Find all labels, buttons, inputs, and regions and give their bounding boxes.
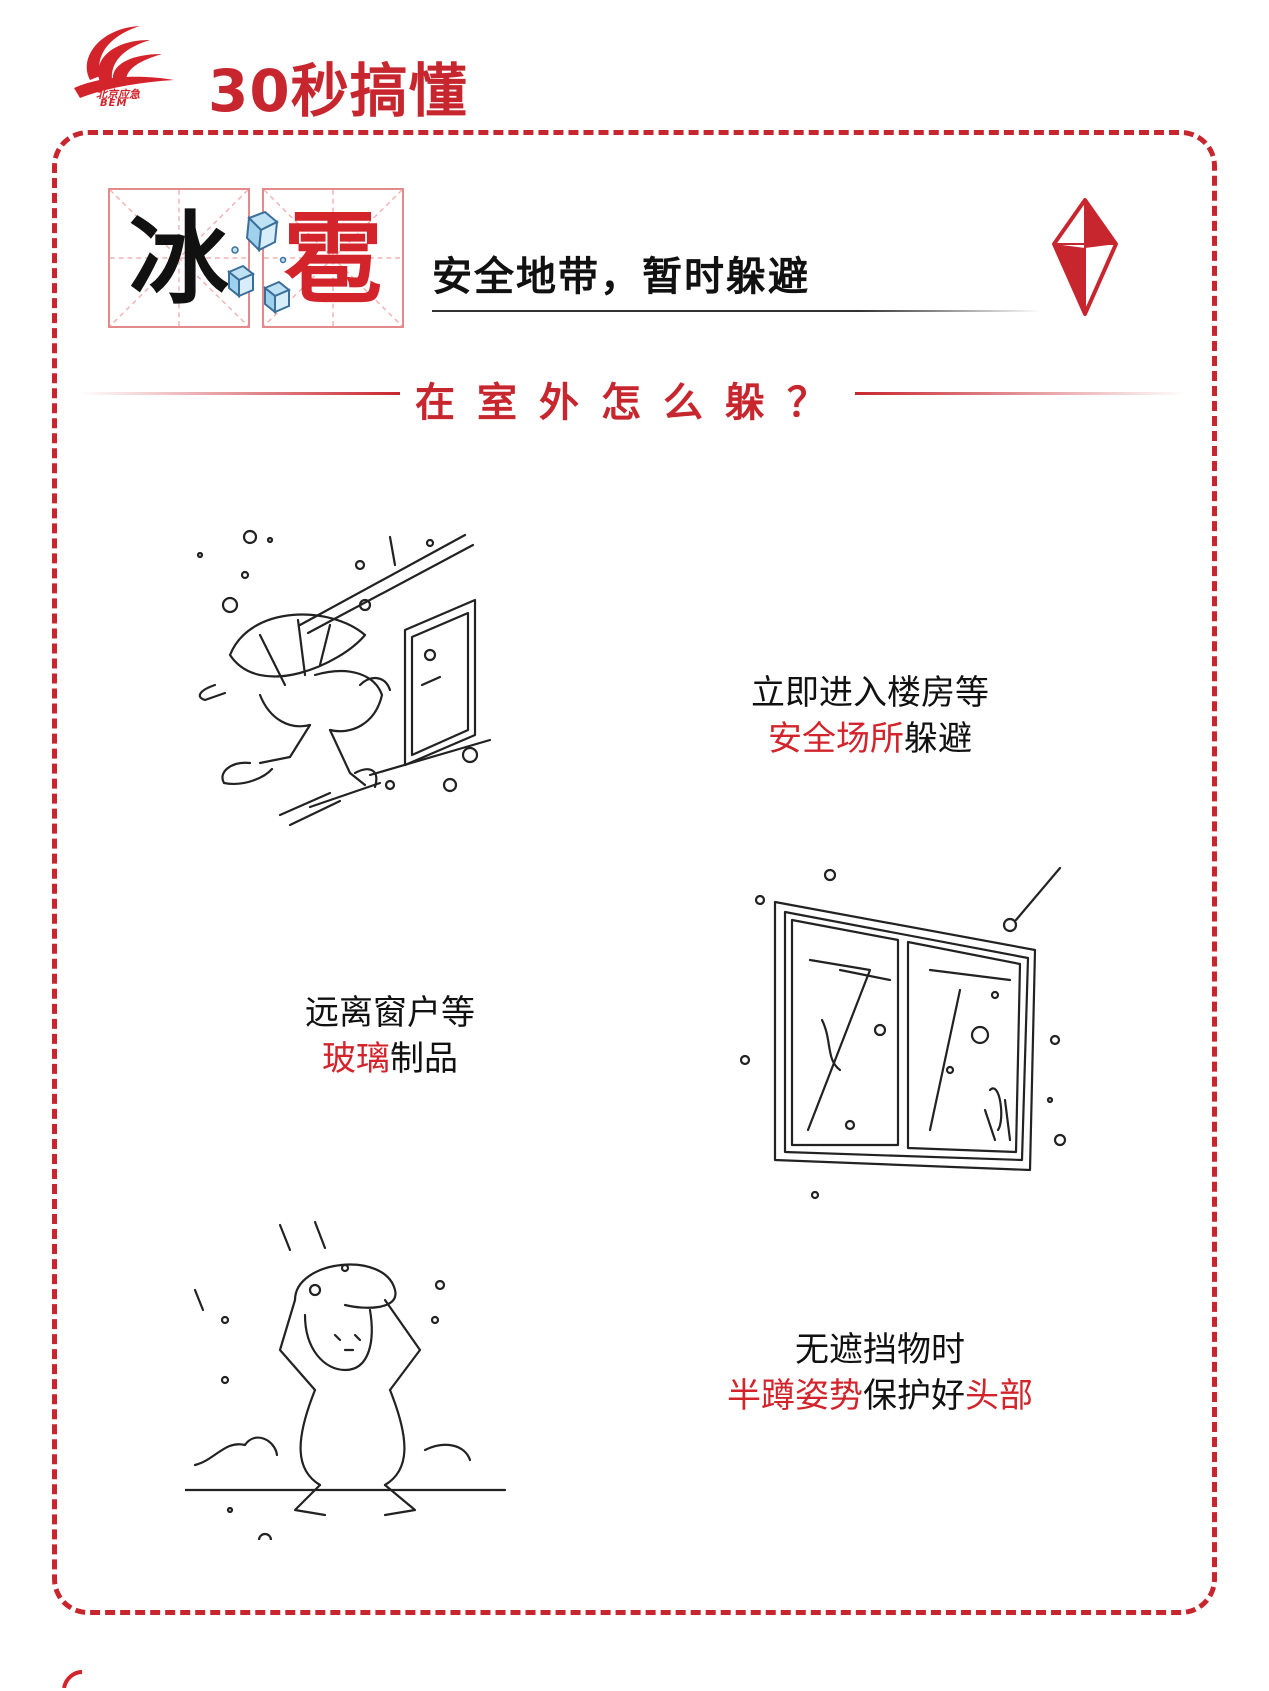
title-tile-1: 冰 [108,188,250,328]
bottom-logo-fragment-icon [62,1670,82,1688]
tip-3-highlight-a: 半蹲姿势 [727,1376,863,1416]
tip-1-line-1: 立即进入楼房等 [751,673,989,713]
content-frame [52,130,1217,1615]
tip-2-highlight: 玻璃 [322,1039,390,1079]
tip-3-line-2: 半蹲姿势保护好头部 [680,1373,1080,1419]
subtitle: 安全地带，暂时躲避 [432,254,810,300]
section-rule-right [855,392,1185,395]
tip-3-highlight-b: 头部 [965,1376,1033,1416]
tile-grid [110,190,248,326]
tip-3-middle: 保护好 [863,1376,965,1416]
tip-1-line-2: 安全场所躲避 [700,716,1040,762]
tip-2-caption: 远离窗户等 玻璃制品 [270,990,510,1082]
tip-2-tail: 制品 [390,1039,458,1079]
bem-logo [74,26,174,98]
illustration-run-into-building [190,525,530,875]
tip-2-line-2: 玻璃制品 [270,1036,510,1082]
tip-3-caption: 无遮挡物时 半蹲姿势保护好头部 [680,1327,1080,1419]
illustration-crouch-protect-head [183,1210,515,1548]
title-char-bao: 雹 [283,201,383,318]
kite-icon [1052,198,1118,316]
title-tile-2: 雹 [262,188,404,328]
tip-1-tail: 躲避 [904,719,972,759]
logo-text: 北京应急 [96,88,140,101]
illustration-window [730,860,1070,1200]
section-rule-left [80,392,400,395]
tip-3-line-1: 无遮挡物时 [795,1330,965,1370]
tip-1-caption: 立即进入楼房等 安全场所躲避 [700,670,1040,762]
logo-sub-text: BEM [100,98,128,109]
subtitle-underline [432,310,1042,312]
tip-2-line-1: 远离窗户等 [305,993,475,1033]
page-title: 30秒搞懂 [208,57,468,125]
tip-1-highlight: 安全场所 [768,719,904,759]
hail-cubes-icon [227,210,291,315]
section-title: 在室外怎么躲？ [415,380,849,426]
title-char-bing: 冰 [129,201,229,318]
